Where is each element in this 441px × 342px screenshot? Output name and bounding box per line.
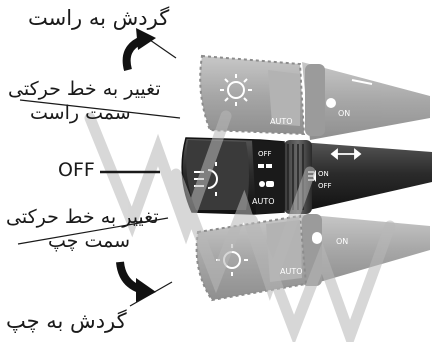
label-off: OFF — [58, 159, 95, 181]
auto-marking-main: AUTO — [252, 197, 275, 206]
off-marking: OFF — [258, 150, 272, 158]
auto-marking-upper: AUTO — [270, 117, 293, 126]
label-lane-change-right-line2: سمت راست — [30, 102, 131, 124]
fog-icon-lower — [312, 232, 322, 244]
label-turn-left: گردش به چپ — [6, 309, 127, 333]
off-marking-fog: OFF — [318, 182, 332, 190]
on-marking-main: ON — [318, 170, 329, 178]
auto-marking-lower: AUTO — [280, 267, 303, 276]
on-marking-upper: ON — [338, 109, 350, 118]
label-lane-change-left-line2: سمت چپ — [48, 230, 130, 252]
label-turn-right: گردش به راست — [28, 6, 169, 30]
on-marking-lower: ON — [336, 237, 348, 246]
stalk-upper-ghost: AUTO ON — [200, 56, 430, 140]
label-lane-change-right-line1: تغییر به خط حرکتی — [8, 78, 161, 100]
label-lane-change-left-line1: تغییر به خط حرکتی — [6, 206, 159, 228]
arrow-up-icon — [127, 28, 156, 70]
low-beam-icon — [259, 181, 274, 187]
fog-icon-upper — [326, 98, 336, 108]
arrow-down-icon — [120, 262, 156, 302]
